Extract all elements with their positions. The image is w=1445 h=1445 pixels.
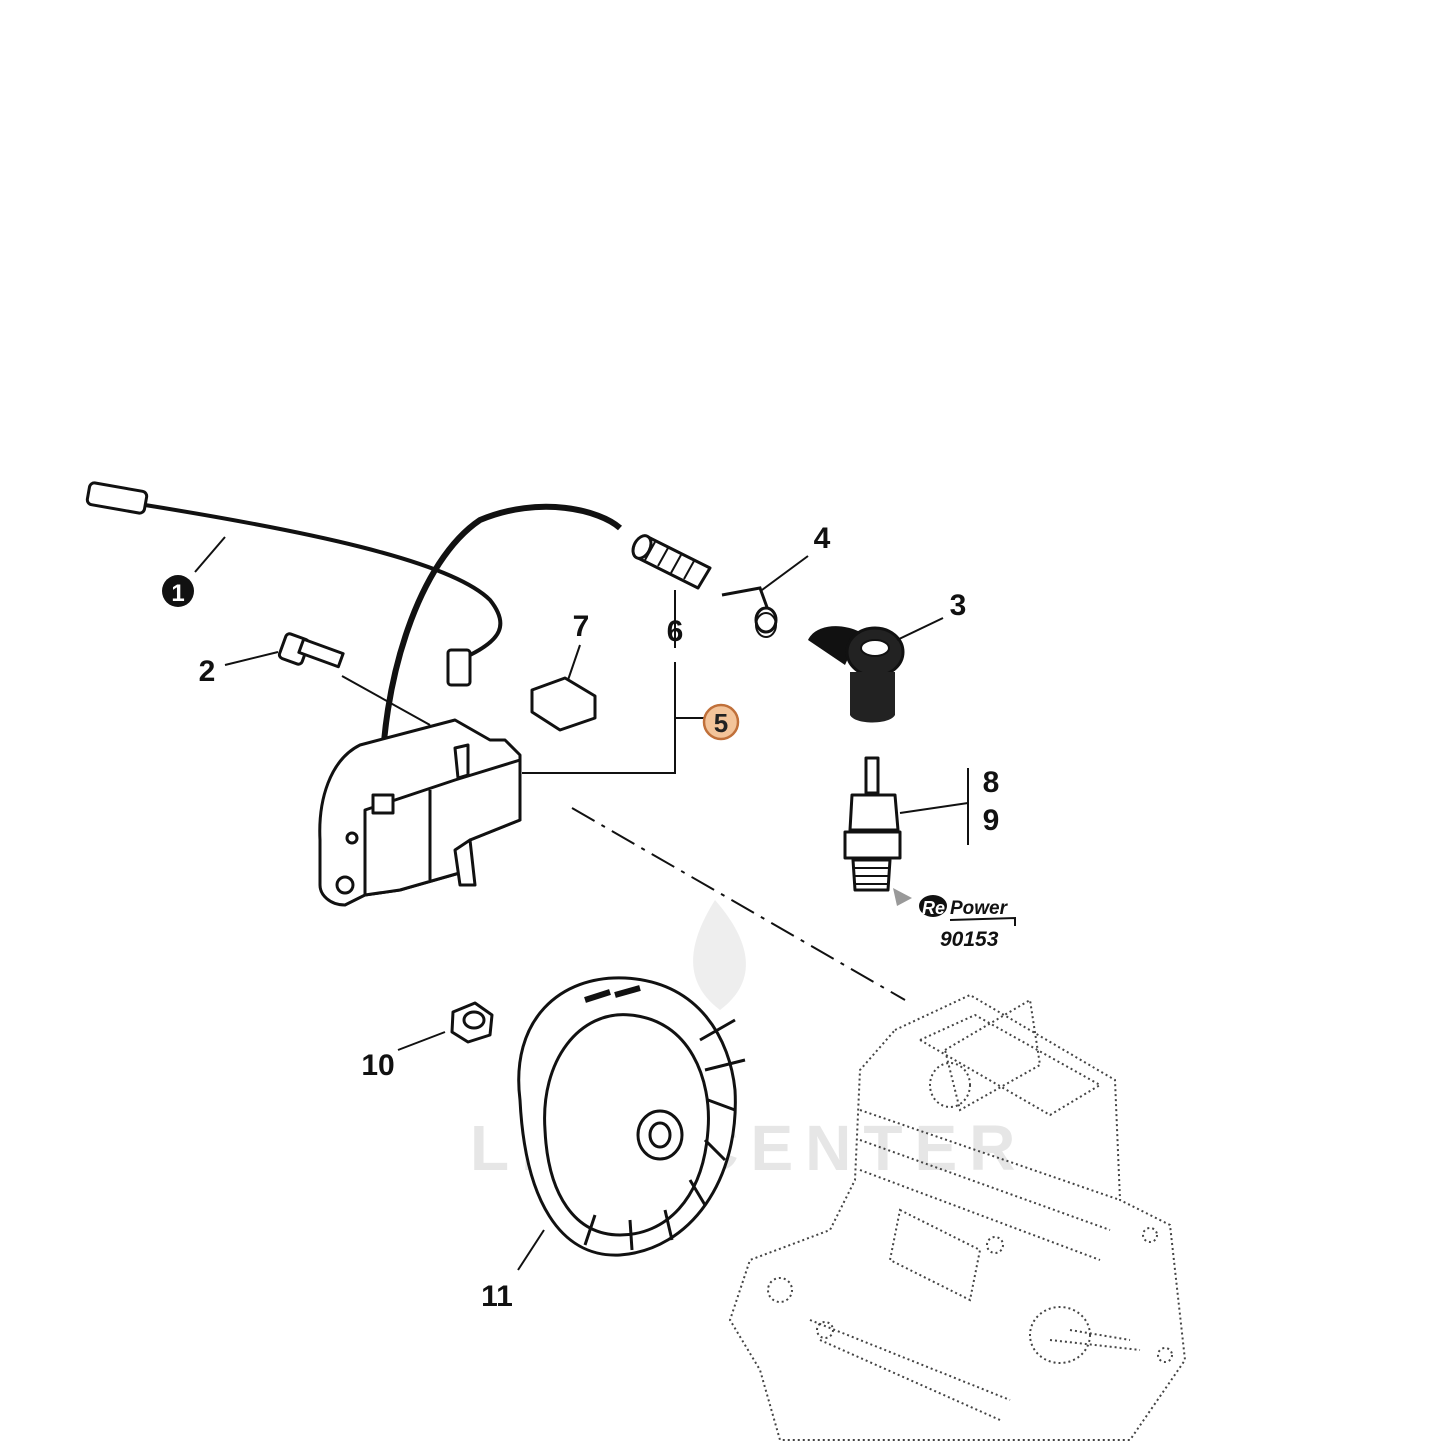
svg-text:1: 1 xyxy=(171,580,184,607)
part-ignition-module[interactable] xyxy=(318,718,522,907)
arrow-icon xyxy=(893,888,912,906)
callout-7[interactable]: 7 xyxy=(573,610,590,643)
part-nut[interactable] xyxy=(450,1001,494,1044)
part-flywheel[interactable] xyxy=(517,976,746,1257)
callout-5[interactable]: 5 xyxy=(702,703,740,741)
repower-logo-underline xyxy=(949,916,1016,926)
part-spark-plug-boot[interactable] xyxy=(808,626,905,723)
svg-text:5: 5 xyxy=(714,708,728,738)
alignment-line xyxy=(571,807,906,1001)
callout-3[interactable]: 3 xyxy=(950,589,967,622)
part-grommet[interactable] xyxy=(530,676,597,732)
callout-10[interactable]: 10 xyxy=(361,1049,394,1082)
part-spark-plug[interactable] xyxy=(843,756,902,892)
repower-badge: Re Power 90153 xyxy=(893,888,1016,951)
part-sleeve[interactable] xyxy=(629,533,712,590)
part-spring[interactable] xyxy=(721,586,778,638)
repower-logo-oval xyxy=(919,895,947,917)
engine-block-ghost xyxy=(728,993,1187,1441)
watermark-flame-icon xyxy=(693,900,746,1010)
callout-4[interactable]: 4 xyxy=(814,522,831,555)
part-ground-wire[interactable] xyxy=(85,481,503,687)
part-screw[interactable] xyxy=(277,632,345,669)
callout-1[interactable]: 1 xyxy=(162,575,194,607)
callout-6[interactable]: 6 xyxy=(667,615,684,648)
repower-part-number: 90153 xyxy=(940,928,999,951)
callout-11[interactable]: 11 xyxy=(481,1280,513,1313)
callout-2[interactable]: 2 xyxy=(199,655,216,688)
repower-logo-re: Re xyxy=(922,898,945,918)
callout-8[interactable]: 8 xyxy=(983,766,1000,799)
repower-logo-power: Power xyxy=(950,898,1009,919)
leader-lines xyxy=(194,536,969,1271)
callout-9[interactable]: 9 xyxy=(983,804,1000,837)
